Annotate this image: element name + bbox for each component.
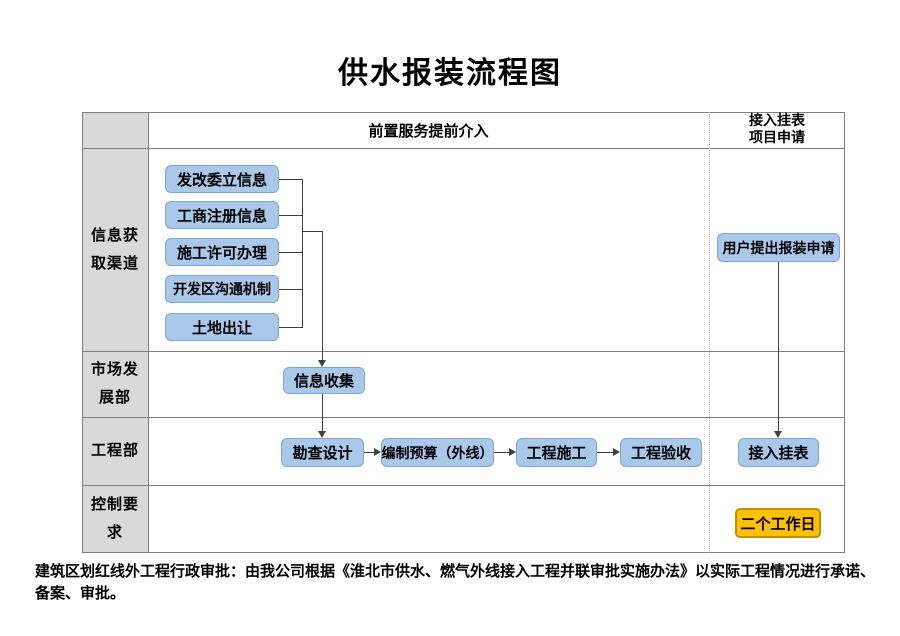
- lane-text: 工程部: [90, 443, 139, 459]
- connector-stub-1: [279, 179, 302, 180]
- node-construction-permit: 施工许可办理: [165, 238, 279, 266]
- node-construction: 工程施工: [516, 438, 597, 467]
- header-meter-apply-line2: 项目申请: [749, 131, 805, 146]
- node-info-collect: 信息收集: [283, 367, 365, 394]
- lane-label-market-dev: 市场发 展部: [82, 351, 148, 417]
- header-meter-apply: 接入挂表 项目申请: [709, 112, 845, 148]
- node-ndrc-info: 发改委立信息: [165, 165, 279, 193]
- connector-survey-budget: [364, 452, 374, 453]
- row-border-header: [82, 148, 845, 149]
- lane-text: 信息获: [90, 227, 139, 244]
- lane-label-control-req: 控制要 求: [82, 485, 148, 553]
- connector-stub-4: [279, 289, 302, 290]
- lane-text: 控制要: [90, 497, 139, 513]
- node-business-reg-info: 工商注册信息: [165, 201, 279, 229]
- node-meter-install: 接入挂表: [738, 438, 819, 467]
- connector-stub-5: [279, 327, 302, 328]
- connector-budget-construction: [494, 452, 509, 453]
- label-column-border: [148, 112, 149, 553]
- lane-text: 市场发: [90, 362, 139, 378]
- node-land-transfer: 土地出让: [165, 313, 279, 341]
- connector-apply-to-meter: [778, 262, 779, 431]
- page-title: 供水报装流程图: [338, 57, 562, 90]
- lane-text: 展部: [98, 390, 131, 406]
- arrowhead-meter: [774, 431, 782, 438]
- section-divider-dotted: [709, 112, 710, 553]
- connector-collect-to-survey: [322, 394, 323, 431]
- node-control-days: 二个工作日: [735, 508, 821, 538]
- connector-construction-acceptance: [597, 452, 613, 453]
- row-border-2: [82, 417, 845, 418]
- footnote: 建筑区划红线外工程行政审批：由我公司根据《淮北市供水、燃气外线接入工程并联审批实…: [35, 564, 876, 602]
- row-border-3: [82, 485, 845, 486]
- connector-to-info-collect: [322, 231, 323, 361]
- connector-jog-horizontal: [302, 231, 323, 232]
- header-pre-service: 前置服务提前介入: [368, 123, 489, 140]
- arrowhead-budget: [374, 448, 381, 456]
- connector-bundle-vertical: [302, 179, 303, 328]
- row-border-1: [82, 351, 845, 352]
- connector-stub-2: [279, 215, 302, 216]
- lane-label-info-channel: 信息获 取渠道: [82, 148, 148, 351]
- node-budget: 编制预算（外线）: [381, 438, 494, 467]
- arrowhead-survey: [318, 431, 326, 438]
- node-survey-design: 勘查设计: [281, 438, 364, 467]
- lane-label-column: [82, 112, 148, 553]
- lane-text: 求: [106, 525, 123, 541]
- table-outer-border: [82, 112, 845, 553]
- lane-text: 取渠道: [90, 255, 139, 272]
- arrowhead-info-collect: [318, 360, 326, 367]
- arrowhead-acceptance: [613, 448, 620, 456]
- node-devzone-mechanism: 开发区沟通机制: [165, 275, 279, 303]
- connector-stub-3: [279, 252, 302, 253]
- arrowhead-construction: [509, 448, 516, 456]
- node-user-apply: 用户提出报装申请: [717, 233, 840, 262]
- lane-label-engineering: 工程部: [82, 417, 148, 485]
- header-meter-apply-line1: 接入挂表: [749, 114, 805, 129]
- node-acceptance: 工程验收: [620, 438, 702, 467]
